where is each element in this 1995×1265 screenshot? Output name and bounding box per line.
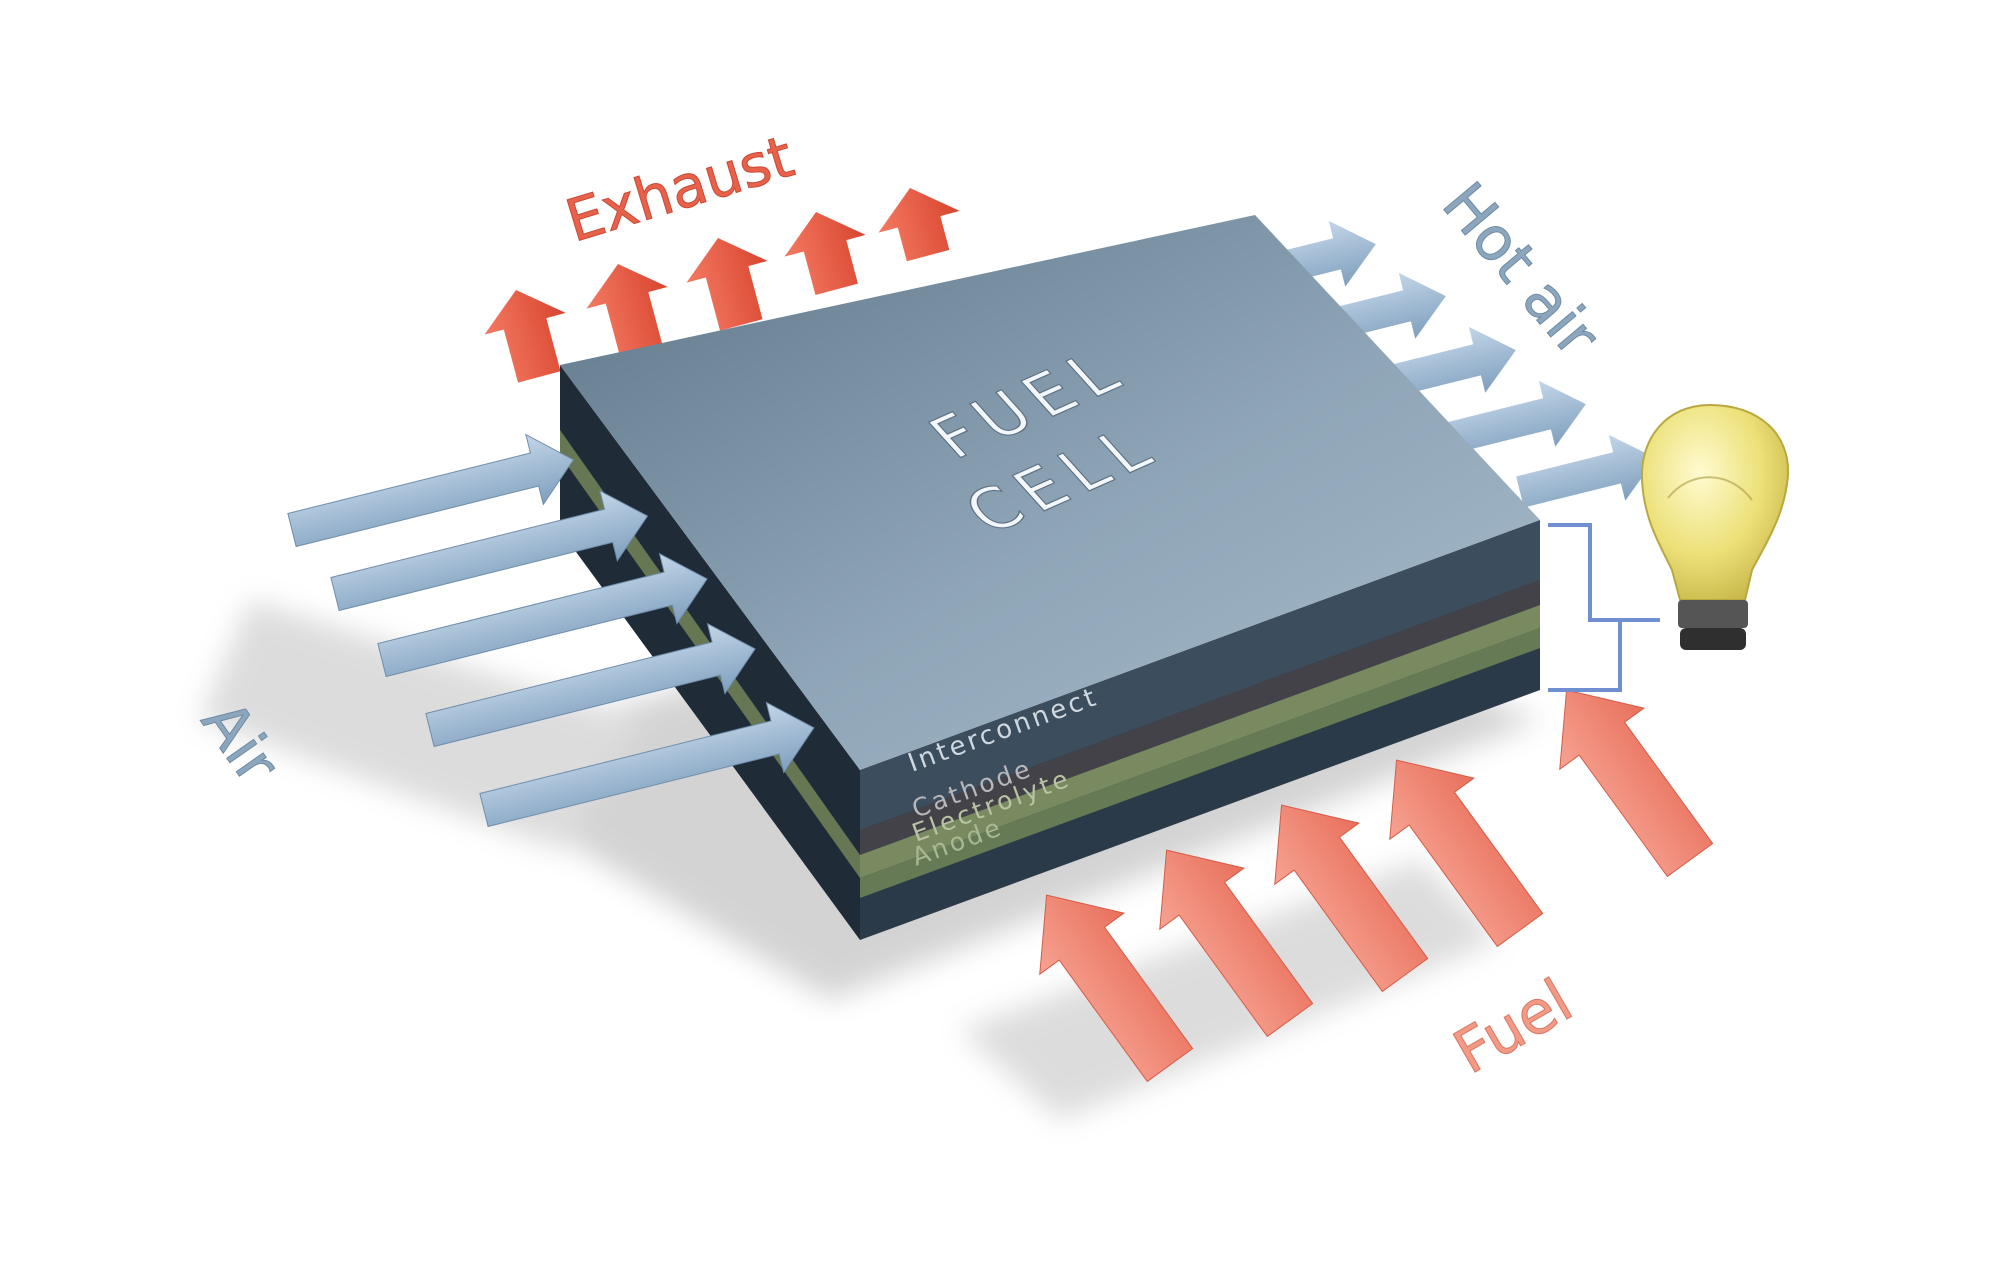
fuel-arrows xyxy=(1039,689,1714,1083)
exhaust-arrow xyxy=(586,264,668,357)
air-arrow xyxy=(377,552,708,678)
air-arrow xyxy=(287,433,575,548)
hot-air-arrows xyxy=(1236,220,1656,508)
exhaust-arrow xyxy=(878,188,960,262)
fuel-arrow xyxy=(1559,689,1714,878)
circuit-wires xyxy=(1548,523,1660,692)
air-arrows xyxy=(287,433,815,828)
exhaust-arrows xyxy=(484,188,960,383)
block-top-face xyxy=(560,215,1540,770)
hot-air-arrow xyxy=(1376,326,1516,400)
exhaust-label: Exhaust xyxy=(558,122,801,255)
air-arrow xyxy=(425,622,756,748)
fuel-arrow xyxy=(1039,894,1194,1083)
hot-air-arrow xyxy=(1516,434,1656,508)
cathode-layer xyxy=(860,580,1540,855)
fuel-arrow xyxy=(1274,804,1429,993)
electrolyte-layer xyxy=(860,605,1540,878)
air-arrow xyxy=(479,701,815,828)
light-bulb-icon xyxy=(1640,403,1790,650)
exhaust-arrow xyxy=(686,238,768,331)
fuel-arrow xyxy=(1159,849,1314,1038)
fuel-arrow xyxy=(1389,759,1544,948)
wire-top xyxy=(1548,523,1660,622)
hot-air-arrow xyxy=(1446,380,1586,454)
anode-layer xyxy=(860,628,1540,898)
air-arrow xyxy=(330,489,649,612)
interconnect-layer xyxy=(860,520,1540,830)
exhaust-arrow xyxy=(784,212,866,295)
exhaust-arrow xyxy=(484,290,566,383)
hot-air-label: Hot air xyxy=(1429,170,1613,370)
wire-bottom xyxy=(1548,620,1622,692)
fuel-flow-label: Fuel xyxy=(1443,966,1584,1088)
